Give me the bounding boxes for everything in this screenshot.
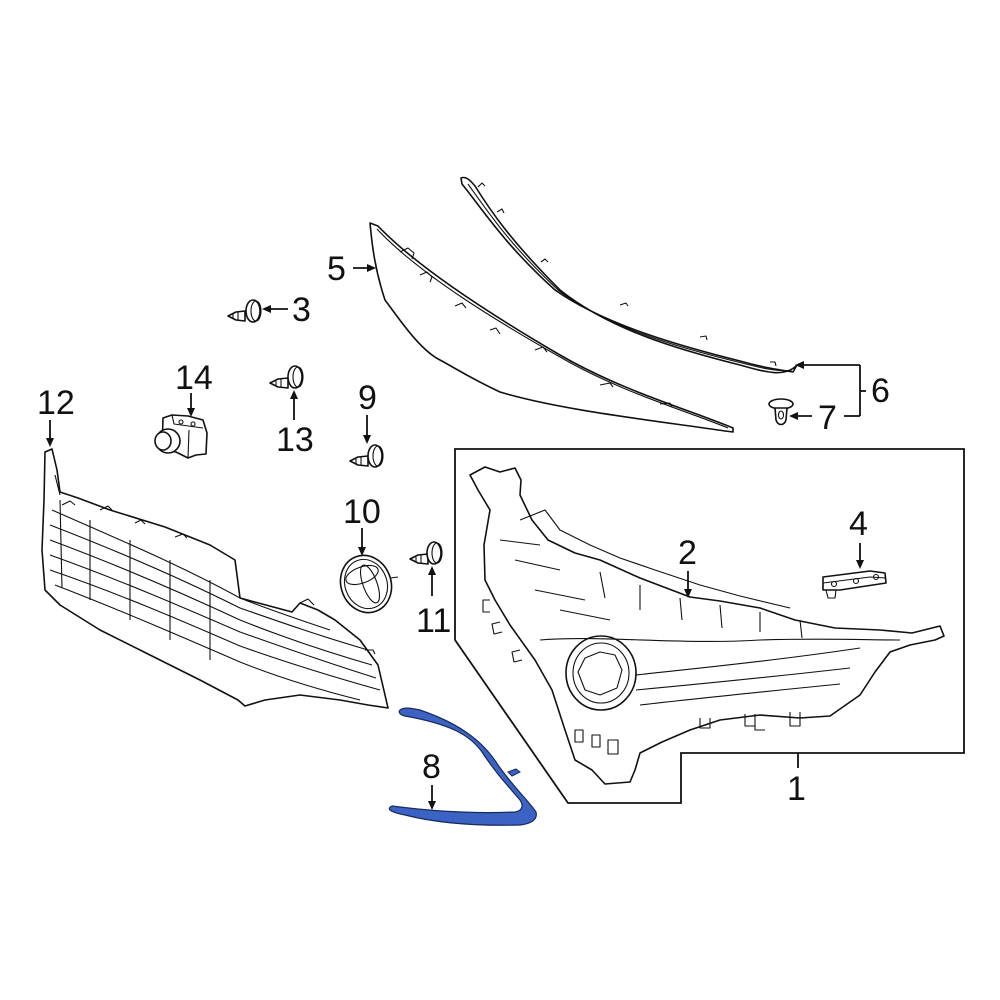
lower-grille[interactable] xyxy=(41,448,389,709)
callout-labels: 1 2 3 4 5 6 7 8 9 10 11 12 13 14 xyxy=(37,250,890,808)
emblem-icon[interactable] xyxy=(333,548,400,620)
callout-8[interactable]: 8 xyxy=(422,748,441,786)
callout-7[interactable]: 7 xyxy=(818,399,837,437)
screw-icon-11[interactable] xyxy=(409,541,443,565)
callout-9[interactable]: 9 xyxy=(358,379,377,417)
callout-11[interactable]: 11 xyxy=(416,602,451,640)
callout-6[interactable]: 6 xyxy=(871,372,890,410)
screw-icon-13[interactable] xyxy=(269,365,304,389)
camera-sensor-icon[interactable] xyxy=(154,414,208,459)
upper-molding[interactable] xyxy=(369,222,734,433)
callout-2[interactable]: 2 xyxy=(678,534,697,572)
callout-bracket-6-7 xyxy=(789,361,866,420)
callout-1[interactable]: 1 xyxy=(787,770,806,808)
assembly-box-1 xyxy=(454,448,965,804)
molding-shape xyxy=(388,707,537,826)
callout-4[interactable]: 4 xyxy=(849,505,868,543)
callout-10[interactable]: 10 xyxy=(343,493,381,531)
callout-14[interactable]: 14 xyxy=(175,359,213,397)
lower-molding-highlighted[interactable] xyxy=(388,707,537,826)
push-clip-icon[interactable] xyxy=(768,398,794,426)
grille-frame[interactable] xyxy=(469,466,945,785)
screw-icon-9[interactable] xyxy=(349,444,384,468)
callout-5[interactable]: 5 xyxy=(327,250,346,288)
bracket-icon[interactable] xyxy=(822,570,887,599)
callout-13[interactable]: 13 xyxy=(276,421,314,459)
callout-3[interactable]: 3 xyxy=(292,291,311,329)
upper-molding-strip[interactable] xyxy=(460,176,798,374)
callout-12[interactable]: 12 xyxy=(37,384,75,422)
screw-icon-3[interactable] xyxy=(227,299,262,323)
